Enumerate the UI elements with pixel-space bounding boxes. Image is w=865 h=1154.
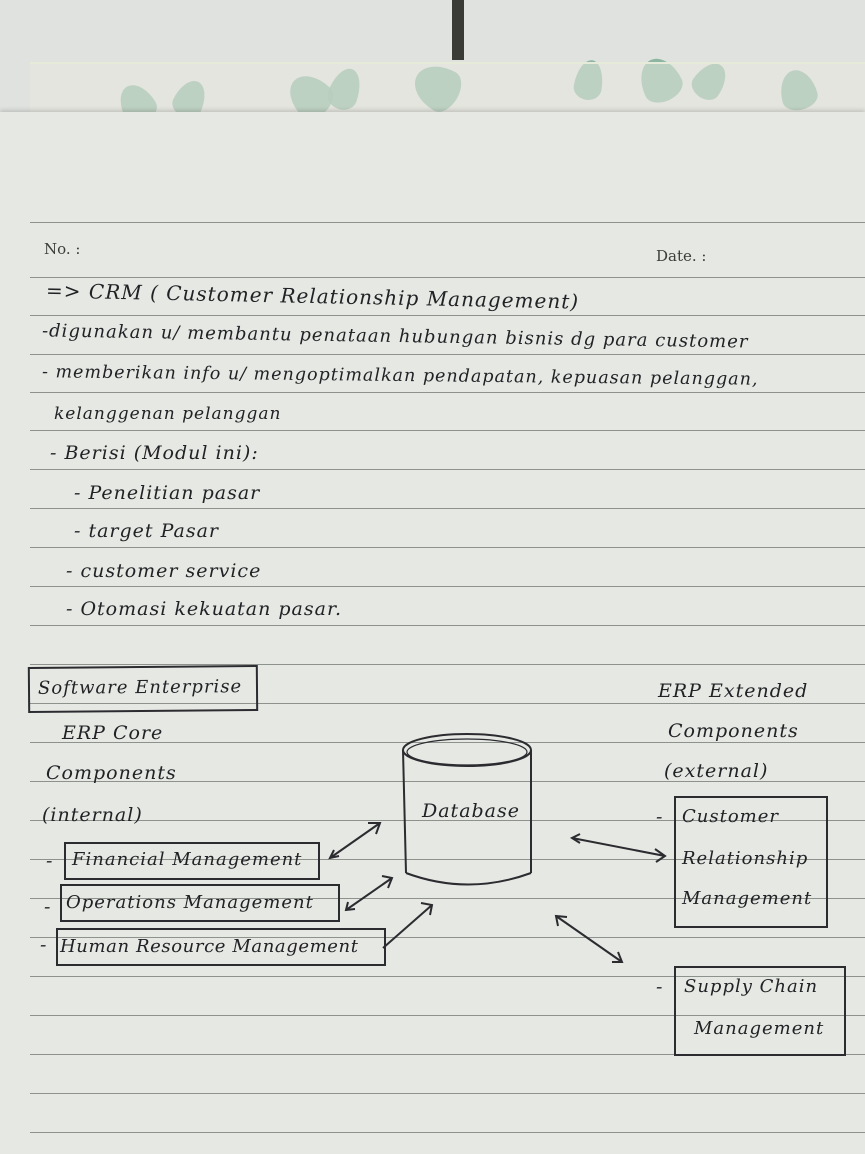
ruled-line: [30, 222, 865, 223]
financial-management-label: Financial Management: [72, 849, 303, 870]
note-line-retention: kelanggenan pelanggan: [54, 404, 282, 424]
ruled-line: [30, 469, 865, 470]
database-cylinder-side: [402, 749, 407, 874]
dash: -: [44, 896, 52, 918]
number-label: No. :: [44, 240, 81, 258]
ruled-line: [30, 547, 865, 548]
crm-label-line: Relationship: [682, 848, 809, 869]
module-item: - Penelitian pasar: [74, 482, 261, 504]
ruled-line: [30, 1054, 865, 1055]
modul-heading: - Berisi (Modul ini):: [50, 442, 259, 464]
ruled-line: [30, 277, 865, 278]
dash: -: [656, 976, 664, 998]
ruled-line: [30, 625, 865, 626]
crm-label-line: Management: [682, 888, 813, 909]
ruled-line: [30, 1132, 865, 1133]
dash: -: [656, 806, 664, 828]
module-item: - target Pasar: [74, 520, 220, 542]
erp-core-heading: ERP Core: [62, 722, 164, 744]
ruled-line: [30, 430, 865, 431]
human-resource-management-label: Human Resource Management: [60, 936, 359, 957]
operations-management-box: Operations Management: [60, 884, 340, 922]
arrow-hr-database: [382, 902, 434, 949]
supply-chain-management-box: Supply Chain Management: [674, 966, 846, 1056]
module-item: - customer service: [66, 560, 262, 582]
ruled-line: [30, 315, 865, 316]
ruled-line: [30, 859, 865, 860]
ruled-line: [30, 703, 865, 704]
dash: -: [40, 934, 48, 956]
module-item: - Otomasi kekuatan pasar.: [66, 598, 342, 620]
scm-label-line: Supply Chain: [684, 976, 819, 997]
erp-core-heading: (internal): [42, 804, 143, 826]
operations-management-label: Operations Management: [66, 892, 314, 913]
crm-label-line: Customer: [682, 806, 779, 827]
ruled-line: [30, 392, 865, 393]
ruled-line: [30, 976, 865, 977]
ruled-line: [30, 354, 865, 355]
software-enterprise-label: Software Enterprise: [37, 676, 243, 699]
notebook-page: [0, 112, 865, 1154]
ruled-line: [30, 781, 865, 782]
erp-extended-heading: ERP Extended: [658, 680, 809, 702]
date-label: Date. :: [656, 247, 707, 265]
arrow-financial-database: [328, 822, 382, 860]
ruled-line: [30, 742, 865, 743]
ruled-line: [30, 898, 865, 899]
ruled-line: [30, 508, 865, 509]
ruled-line: [30, 820, 865, 821]
scm-label-line: Management: [694, 1018, 825, 1039]
database-cylinder-bottom: [405, 872, 532, 886]
ruled-line: [30, 664, 865, 665]
software-enterprise-box: Software Enterprise: [27, 664, 259, 714]
erp-extended-heading: Components: [668, 720, 799, 742]
financial-management-box: Financial Management: [64, 842, 320, 880]
dash: -: [46, 850, 54, 872]
ruled-line: [30, 586, 865, 587]
database-label: Database: [422, 800, 521, 822]
arrow-database-scm: [554, 914, 624, 963]
arrow-operations-database: [344, 875, 394, 912]
ruled-line: [30, 1015, 865, 1016]
human-resource-management-box: Human Resource Management: [56, 928, 386, 966]
erp-extended-heading: (external): [664, 760, 769, 782]
tile-gap: [452, 0, 464, 60]
arrow-database-crm: [569, 833, 667, 863]
crm-box: Customer Relationship Management: [674, 796, 828, 928]
ruled-line: [30, 1093, 865, 1094]
ruled-line: [30, 937, 865, 938]
erp-core-heading: Components: [46, 762, 177, 784]
